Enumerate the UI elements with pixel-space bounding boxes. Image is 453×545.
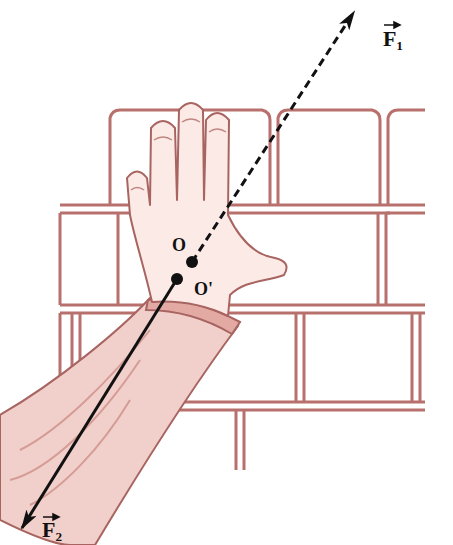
application-point <box>186 256 198 268</box>
point-label: O <box>172 236 186 254</box>
force-arrow <box>192 12 354 262</box>
point-label: O' <box>194 280 213 298</box>
brick <box>278 110 380 205</box>
brick <box>388 110 425 205</box>
force-label: F₁ <box>383 28 403 50</box>
force-arrow <box>22 279 177 528</box>
mortar <box>236 410 244 470</box>
fingernails <box>131 119 226 190</box>
hand <box>127 103 287 316</box>
force-label: F₂ <box>42 519 62 541</box>
mortar <box>60 205 425 213</box>
application-point <box>171 273 183 285</box>
vector-sign <box>43 22 400 520</box>
mortar <box>60 305 425 313</box>
